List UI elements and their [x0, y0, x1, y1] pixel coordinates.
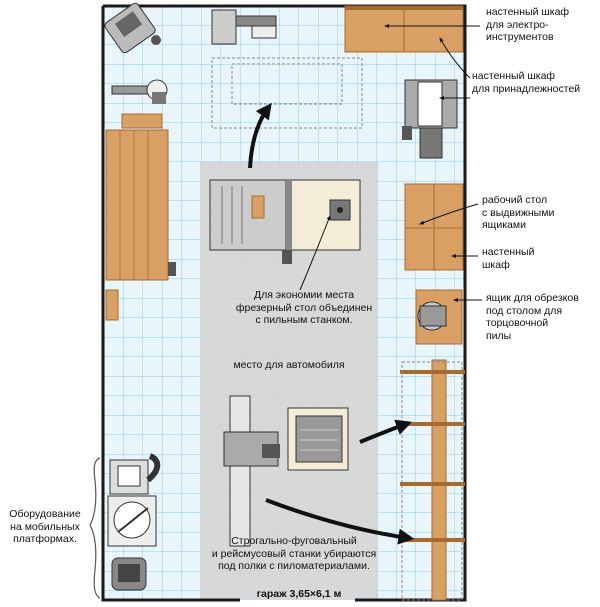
label-scrap-box: ящик для обрезков под столом для торцово… — [486, 292, 579, 342]
table-saw-router — [209, 179, 361, 264]
grinder-icon — [111, 79, 168, 104]
arrow-up — [248, 102, 272, 169]
scrap-box — [415, 289, 463, 345]
label-jointer-note: Строгально-фуговальный и рейсмусовый ста… — [211, 535, 377, 572]
label-wall-cabinet: настенный шкаф — [482, 246, 535, 271]
label-router-note: Для экономии места фрезерный стол объеди… — [235, 289, 373, 326]
band-saw-icon — [402, 79, 458, 159]
workbench — [404, 183, 464, 271]
wall-rack — [105, 289, 119, 321]
label-workbench: рабочий стол с выдвижными ящиками — [482, 194, 555, 231]
arrow-right — [359, 419, 413, 444]
mobile-bracket — [89, 457, 101, 599]
drill-press-icon — [211, 9, 277, 45]
dust-collector-icon — [109, 453, 161, 495]
label-garage-size: гараж 3,65×6,1 м — [256, 588, 342, 600]
lumber-shelf — [105, 113, 176, 281]
ghost-machine — [211, 57, 363, 129]
label-accessory-cabinet: настенный шкаф для принадлежностей — [472, 70, 581, 95]
lumber-rack — [400, 359, 465, 601]
label-car-space: место для автомобиля — [233, 359, 345, 371]
power-tool-cabinet — [344, 5, 464, 53]
jointer-planer — [223, 395, 349, 547]
label-mobile-equipment: Оборудование на мобильных платформах. — [9, 508, 81, 545]
arrow-down-right — [265, 498, 415, 545]
leader-lines — [299, 24, 482, 302]
miter-saw-icon — [104, 2, 161, 54]
planer-mobile-icon — [111, 557, 147, 591]
label-power-tool-cabinet: настенный шкаф для электро- инструментов — [486, 6, 570, 43]
mobile-saw-icon — [107, 495, 157, 547]
